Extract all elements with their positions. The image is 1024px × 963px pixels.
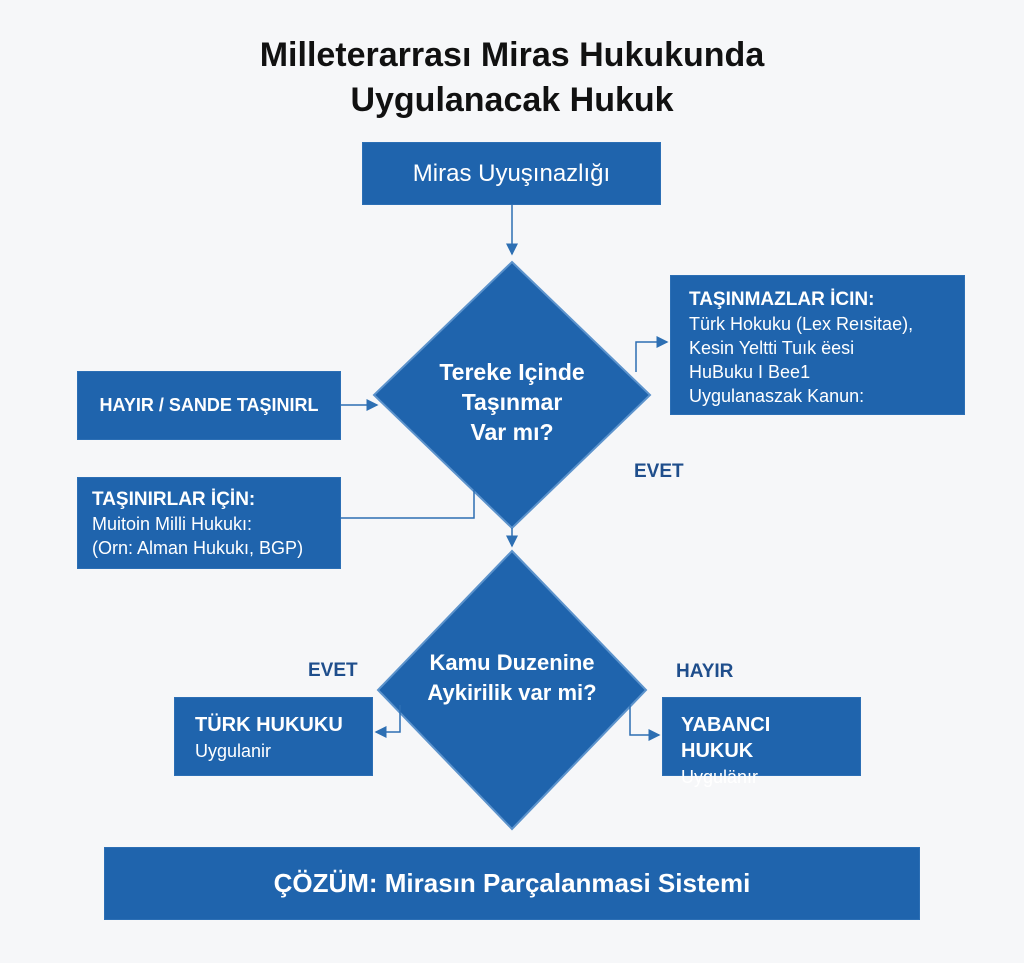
decision-2-line-1: Kamu Duzenine	[429, 650, 595, 675]
immovables-line: Türk Hokuku (Lex Reısitae),	[689, 314, 914, 334]
left-no-box: HAYIR / SANDE TAŞINIRL	[77, 371, 341, 440]
turkish-law-heading: TÜRK HUKUKU	[195, 714, 343, 736]
yes-label-1: EVET	[634, 461, 684, 482]
immovables-heading: TAŞINMAZLAR İCIN:	[689, 289, 875, 310]
immovables-line: Kesin Yeltti Tuık ëesi	[689, 338, 855, 358]
decision-2-line-2: Aykirilik var mi?	[427, 680, 597, 705]
turkish-law-box: TÜRK HUKUKU Uygulanir	[174, 697, 373, 776]
immovables-line: HuBuku I Bee1	[689, 362, 811, 382]
movables-line: (Orn: Alman Hukukı, BGP)	[92, 538, 304, 558]
movables-line: Muitoin Milli Hukukı:	[92, 514, 253, 534]
foreign-law-heading: YABANCI HUKUK	[681, 714, 771, 762]
movables-heading: TAŞINIRLAR İÇİN:	[92, 489, 256, 510]
title-line-2: Uygulanacak Hukuk	[350, 81, 674, 119]
solution-box: ÇÖZÜM: Mirasın Parçalanmasi Sistemi	[104, 847, 920, 920]
immovables-line: Uygulanaszak Kanun:	[689, 386, 865, 406]
decision-diamond-2	[376, 549, 648, 831]
title-line-1: Milleterarrası Miras Hukukunda	[259, 36, 765, 74]
decision-1-line-2: Taşınmar	[461, 389, 563, 415]
start-box: Miras Uyuşınazlığı	[362, 142, 661, 205]
turkish-law-sub: Uygulanir	[195, 741, 272, 761]
foreign-law-sub: Uygulänır	[681, 767, 759, 787]
foreign-law-box: YABANCI HUKUK Uygulänır	[662, 697, 861, 787]
no-label-2: HAYIR	[676, 661, 734, 682]
immovables-box: TAŞINMAZLAR İCIN: Türk Hokuku (Lex Reısi…	[670, 275, 965, 415]
decision-1-line-1: Tereke Içinde	[439, 359, 585, 385]
decision-1-line-3: Var mı?	[470, 419, 554, 445]
yes-label-2: EVET	[308, 660, 358, 681]
movables-box: TAŞINIRLAR İÇİN: Muitoin Milli Hukukı: (…	[77, 477, 341, 569]
